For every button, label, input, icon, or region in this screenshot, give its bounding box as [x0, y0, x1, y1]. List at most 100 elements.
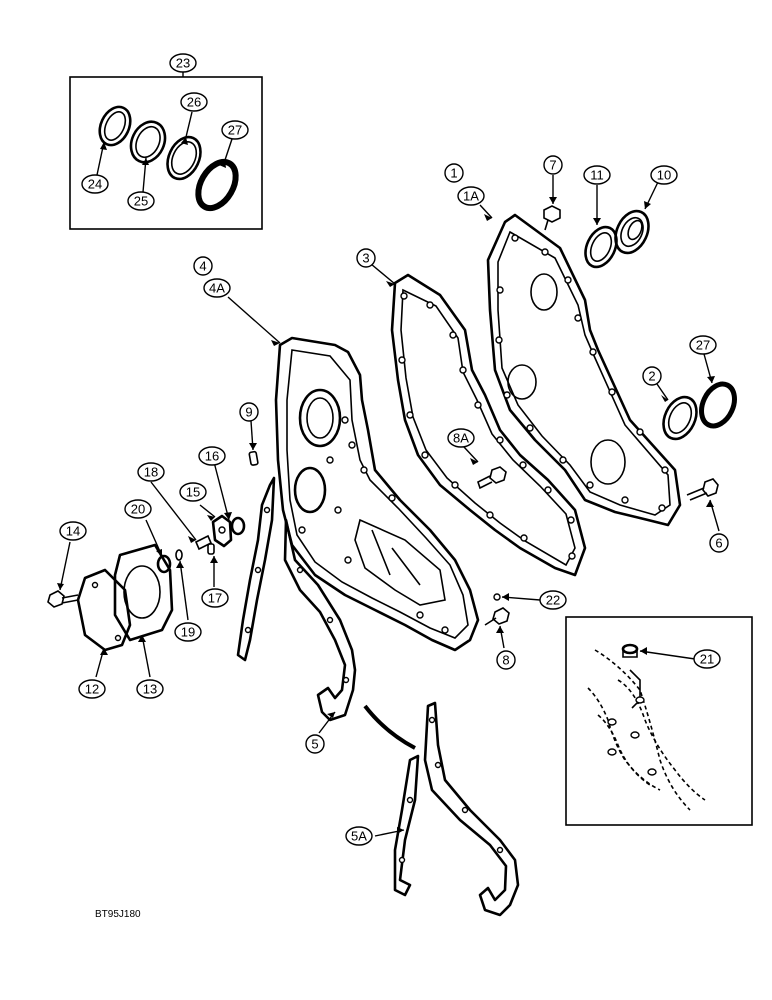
callout-5a: 5A: [345, 826, 373, 846]
svg-text:6: 6: [715, 536, 722, 551]
dowel-9: [248, 450, 259, 466]
svg-text:10: 10: [657, 168, 671, 183]
seal-24: [98, 105, 132, 147]
callout-27: 27: [689, 335, 717, 355]
seal-25: [129, 120, 167, 164]
bolt-8: [484, 607, 510, 626]
seal-26: [166, 135, 202, 181]
callout-17: 17: [201, 588, 229, 608]
cover-plate-12: [76, 568, 132, 652]
callout-11: 11: [583, 165, 611, 185]
callout-27-inset: 27: [221, 120, 249, 140]
svg-text:19: 19: [181, 625, 195, 640]
svg-text:16: 16: [205, 449, 219, 464]
svg-text:27: 27: [696, 338, 710, 353]
bolt-14: [47, 590, 79, 608]
leader-lines: [59, 70, 720, 837]
svg-text:2: 2: [648, 369, 655, 384]
svg-text:9: 9: [245, 405, 252, 420]
callout-26: 26: [180, 92, 208, 112]
callout-7: 7: [543, 155, 563, 175]
seal-11: [584, 225, 618, 269]
callout-21: 21: [693, 649, 721, 669]
gasket-3: [390, 273, 587, 577]
plate-16: [230, 516, 246, 536]
gear-cover-1: [486, 213, 682, 527]
svg-text:23: 23: [176, 56, 190, 71]
callout-5: 5: [305, 734, 325, 754]
callout-13: 13: [136, 679, 164, 699]
washer-20: [156, 554, 172, 574]
svg-text:24: 24: [88, 177, 102, 192]
callout-24: 24: [81, 174, 109, 194]
plug-detail-housing: [587, 649, 706, 811]
oring-27: [699, 381, 737, 429]
svg-text:15: 15: [186, 485, 200, 500]
callout-23: 23: [169, 53, 197, 73]
washer-22: [493, 593, 501, 601]
callout-1: 1: [444, 163, 464, 183]
svg-text:7: 7: [549, 158, 556, 173]
callout-15: 15: [179, 482, 207, 502]
callout-25: 25: [127, 191, 155, 211]
connection-arrow: [363, 704, 416, 750]
oring-27-inset: [195, 158, 239, 212]
svg-text:18: 18: [144, 465, 158, 480]
callout-14: 14: [59, 521, 87, 541]
gasket-5: [236, 476, 357, 722]
bolt-8a: [477, 466, 507, 490]
svg-text:5A: 5A: [351, 829, 367, 844]
plug-detail-inset-box: [565, 616, 753, 826]
gasket-5a: [393, 701, 520, 917]
callout-9: 9: [239, 402, 259, 422]
callout-6: 6: [709, 533, 729, 553]
callout-8a: 8A: [447, 428, 475, 448]
plug-21: [621, 643, 639, 658]
svg-text:4: 4: [199, 259, 206, 274]
callout-4: 4: [193, 256, 213, 276]
svg-text:20: 20: [131, 502, 145, 517]
pump-15: [211, 514, 233, 548]
svg-text:3: 3: [362, 251, 369, 266]
pin-17: [207, 543, 215, 555]
drawing-code: BT95J180: [95, 909, 141, 920]
svg-text:4A: 4A: [209, 281, 225, 296]
callout-8: 8: [496, 650, 516, 670]
callout-18: 18: [137, 462, 165, 482]
svg-text:17: 17: [208, 591, 222, 606]
svg-text:8: 8: [502, 653, 509, 668]
svg-text:14: 14: [66, 524, 80, 539]
callout-1a: 1A: [457, 186, 485, 206]
svg-text:5: 5: [311, 737, 318, 752]
svg-text:27: 27: [228, 123, 242, 138]
callout-22: 22: [539, 590, 567, 610]
callout-3: 3: [356, 248, 376, 268]
svg-text:26: 26: [187, 95, 201, 110]
svg-text:12: 12: [85, 682, 99, 697]
callout-4a: 4A: [203, 278, 231, 298]
arrowheads: [57, 137, 715, 834]
svg-text:21: 21: [700, 652, 714, 667]
callout-12: 12: [78, 679, 106, 699]
svg-text:11: 11: [590, 168, 604, 183]
callout-2: 2: [642, 366, 662, 386]
svg-text:1: 1: [450, 166, 457, 181]
svg-text:13: 13: [143, 682, 157, 697]
gasket-13: [113, 543, 174, 642]
svg-text:25: 25: [134, 194, 148, 209]
bolt-7: [543, 205, 561, 231]
callout-10: 10: [650, 165, 678, 185]
svg-text:8A: 8A: [453, 431, 469, 446]
svg-text:1A: 1A: [463, 189, 479, 204]
seal-10: [614, 209, 650, 255]
callout-19: 19: [174, 622, 202, 642]
seal-2: [662, 395, 698, 441]
gear-housing-4: [274, 336, 480, 652]
callout-20: 20: [124, 499, 152, 519]
pin-18: [194, 534, 213, 551]
svg-text:22: 22: [546, 593, 560, 608]
seal-kit-inset-box: [69, 76, 263, 230]
ring-19: [175, 549, 183, 561]
bolt-6: [686, 478, 719, 501]
